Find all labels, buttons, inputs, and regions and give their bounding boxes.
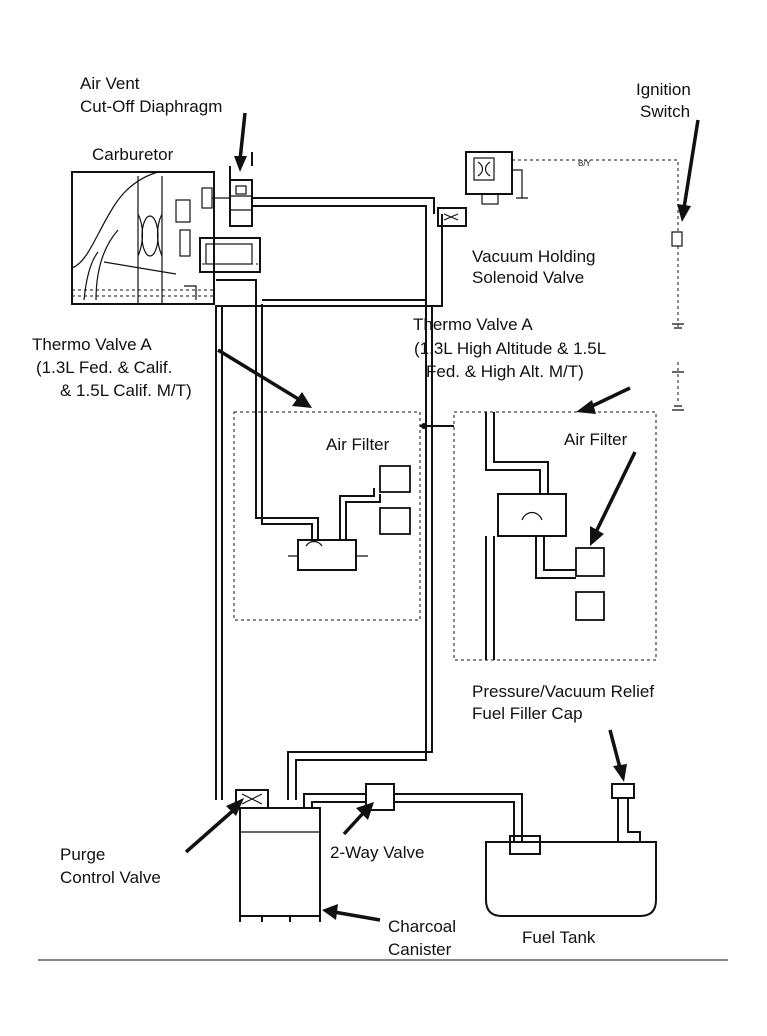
label-canister-1: Charcoal (388, 917, 456, 936)
label-thermo-left-2: (1.3L Fed. & Calif. (36, 358, 172, 377)
label-two-way-valve: 2-Way Valve (330, 843, 424, 862)
label-air-filter-left: Air Filter (326, 435, 390, 454)
label-ignition-1: Ignition (636, 80, 691, 99)
label-carburetor: Carburetor (92, 145, 174, 164)
label-air-vent-1: Air Vent (80, 74, 140, 93)
label-solenoid-1: Vacuum Holding (472, 247, 595, 266)
label-thermo-right-3: Fed. & High Alt. M/T) (426, 362, 584, 381)
ignition-wiring (671, 231, 684, 411)
label-canister-2: Canister (388, 940, 452, 959)
fuel-vapor-line (303, 783, 541, 855)
label-solenoid-2: Solenoid Valve (472, 268, 584, 287)
label-thermo-right-2: (1.3L High Altitude & 1.5L (414, 339, 606, 358)
vacuum-holding-solenoid-valve (437, 151, 679, 232)
vacuum-lines (215, 197, 443, 800)
label-purge-1: Purge (60, 845, 105, 864)
label-thermo-right-1: Thermo Valve A (413, 315, 533, 334)
purge-control-valve (235, 789, 269, 809)
thermo-valve-left-assembly (233, 411, 421, 621)
thermo-valve-right-assembly (420, 411, 657, 661)
label-wire-code: B/Y (578, 159, 592, 168)
callout-arrows (184, 112, 700, 922)
label-air-filter-right: Air Filter (564, 430, 628, 449)
charcoal-canister (239, 807, 321, 922)
air-vent-diaphragm (201, 152, 253, 227)
label-purge-2: Control Valve (60, 868, 161, 887)
label-filler-cap-2: Fuel Filler Cap (472, 704, 583, 723)
carburetor-drawing (71, 171, 215, 305)
label-ignition-2: Switch (640, 102, 690, 121)
float-chamber (199, 237, 261, 273)
fuel-tank-drawing (485, 783, 657, 917)
label-fuel-tank: Fuel Tank (522, 928, 596, 947)
label-thermo-left-1: Thermo Valve A (32, 335, 152, 354)
label-filler-cap-1: Pressure/Vacuum Relief (472, 682, 654, 701)
label-air-vent-2: Cut-Off Diaphragm (80, 97, 222, 116)
label-thermo-left-3: & 1.5L Calif. M/T) (60, 381, 192, 400)
